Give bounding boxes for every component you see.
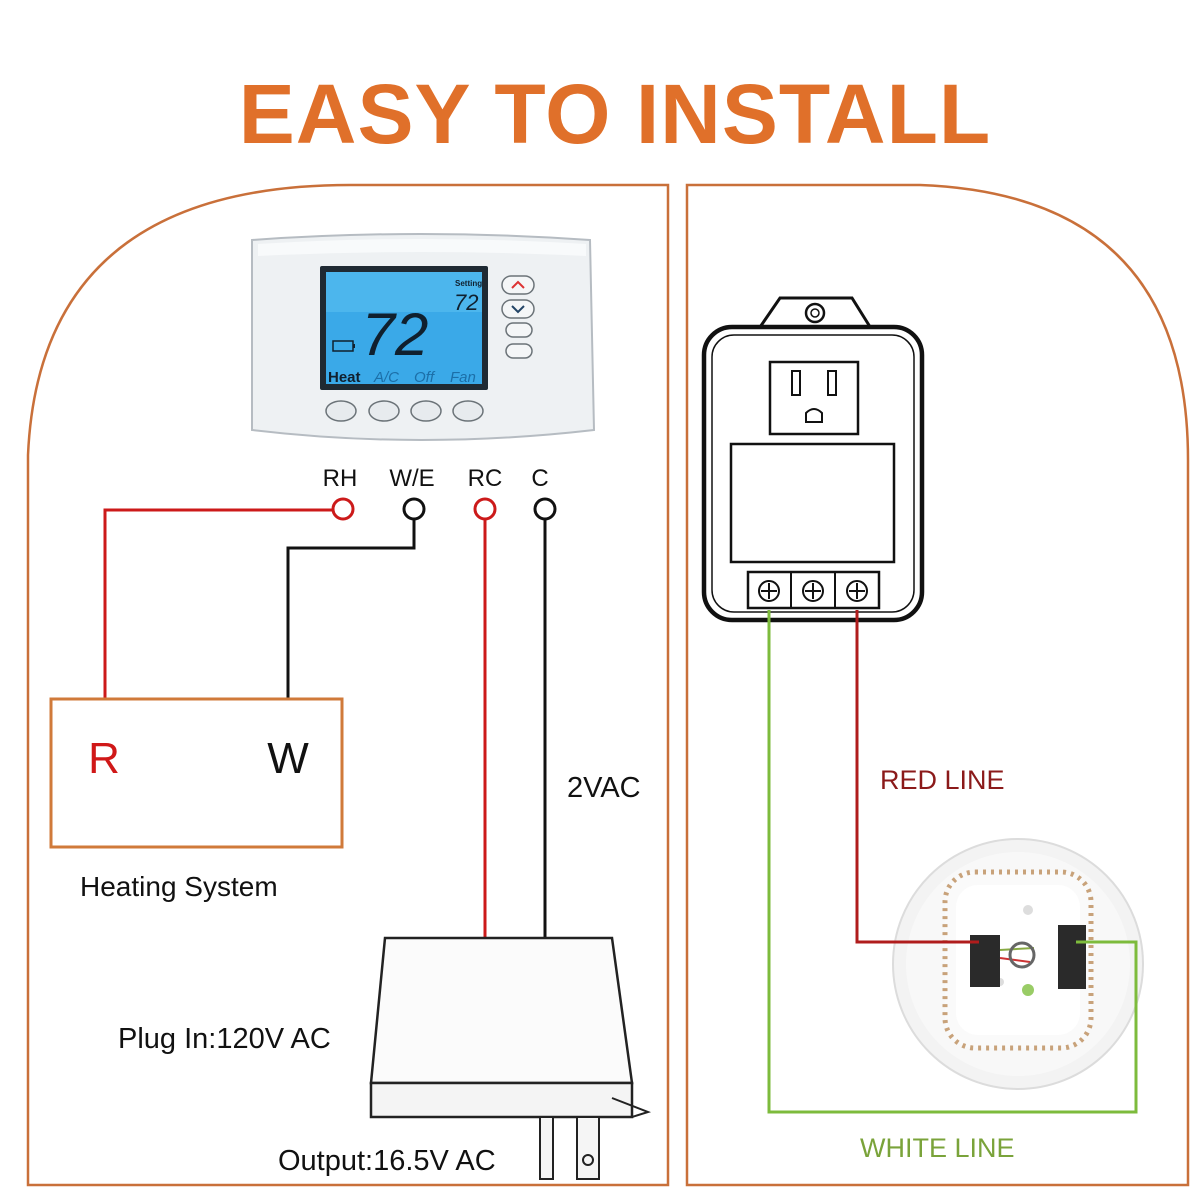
mode-off: Off	[414, 369, 436, 386]
thermostat-setting-value: 72	[454, 290, 478, 315]
terminal-label-we: W/E	[389, 465, 434, 492]
screw-terminal-icon	[802, 580, 824, 602]
terminal-c	[533, 497, 557, 521]
screw-terminal-icon	[758, 580, 780, 602]
soft-key	[410, 400, 442, 422]
mode-heat: Heat	[328, 369, 361, 386]
right-panel-frame	[685, 183, 1190, 1187]
terminal-rh	[331, 497, 355, 521]
left-panel-frame	[26, 183, 670, 1187]
side-button	[505, 343, 533, 359]
terminal-we	[402, 497, 426, 521]
heating-terminal-w: W	[267, 734, 309, 783]
soft-key	[368, 400, 400, 422]
thermostat-setting-label: Setting	[455, 279, 482, 288]
down-button	[501, 299, 535, 319]
soft-key	[325, 400, 357, 422]
heating-system-box	[49, 697, 344, 849]
wire-rh-to-r	[103, 508, 332, 698]
red-line	[855, 610, 979, 944]
transformer-output-label: Output:16.5V AC	[278, 1145, 496, 1177]
white-line-label: WHITE LINE	[860, 1133, 1015, 1163]
terminal-label-rh: RH	[323, 465, 358, 492]
page-title: EASY TO INSTALL	[238, 67, 992, 161]
soft-key	[452, 400, 484, 422]
terminal-rc	[473, 497, 497, 521]
outlet	[768, 360, 860, 436]
smart-thermostat-base	[892, 838, 1144, 1090]
wall-transformer	[701, 296, 925, 623]
white-line	[767, 610, 1138, 1114]
heating-terminal-r: R	[88, 734, 120, 783]
plug-in-transformer	[369, 936, 652, 1180]
terminal-label-c: C	[531, 465, 548, 492]
side-button	[505, 322, 533, 338]
left-terminal-block	[970, 935, 1000, 987]
thermostat: 72 Setting 72 Heat A/C Off Fan	[251, 233, 596, 441]
voltage-label: 2VAC	[567, 772, 641, 804]
screw-terminal-icon	[846, 580, 868, 602]
up-button	[501, 275, 535, 295]
transformer-input-label: Plug In:120V AC	[118, 1023, 331, 1055]
heating-system-label: Heating System	[80, 871, 278, 902]
mode-ac: A/C	[373, 369, 399, 386]
mode-fan: Fan	[450, 369, 476, 386]
red-line-label: RED LINE	[880, 765, 1005, 795]
thermostat-temperature: 72	[362, 301, 429, 368]
label-area	[729, 442, 896, 564]
right-terminal-block	[1058, 925, 1086, 989]
terminal-label-rc: RC	[468, 465, 503, 492]
wire-we-to-w	[286, 519, 416, 698]
